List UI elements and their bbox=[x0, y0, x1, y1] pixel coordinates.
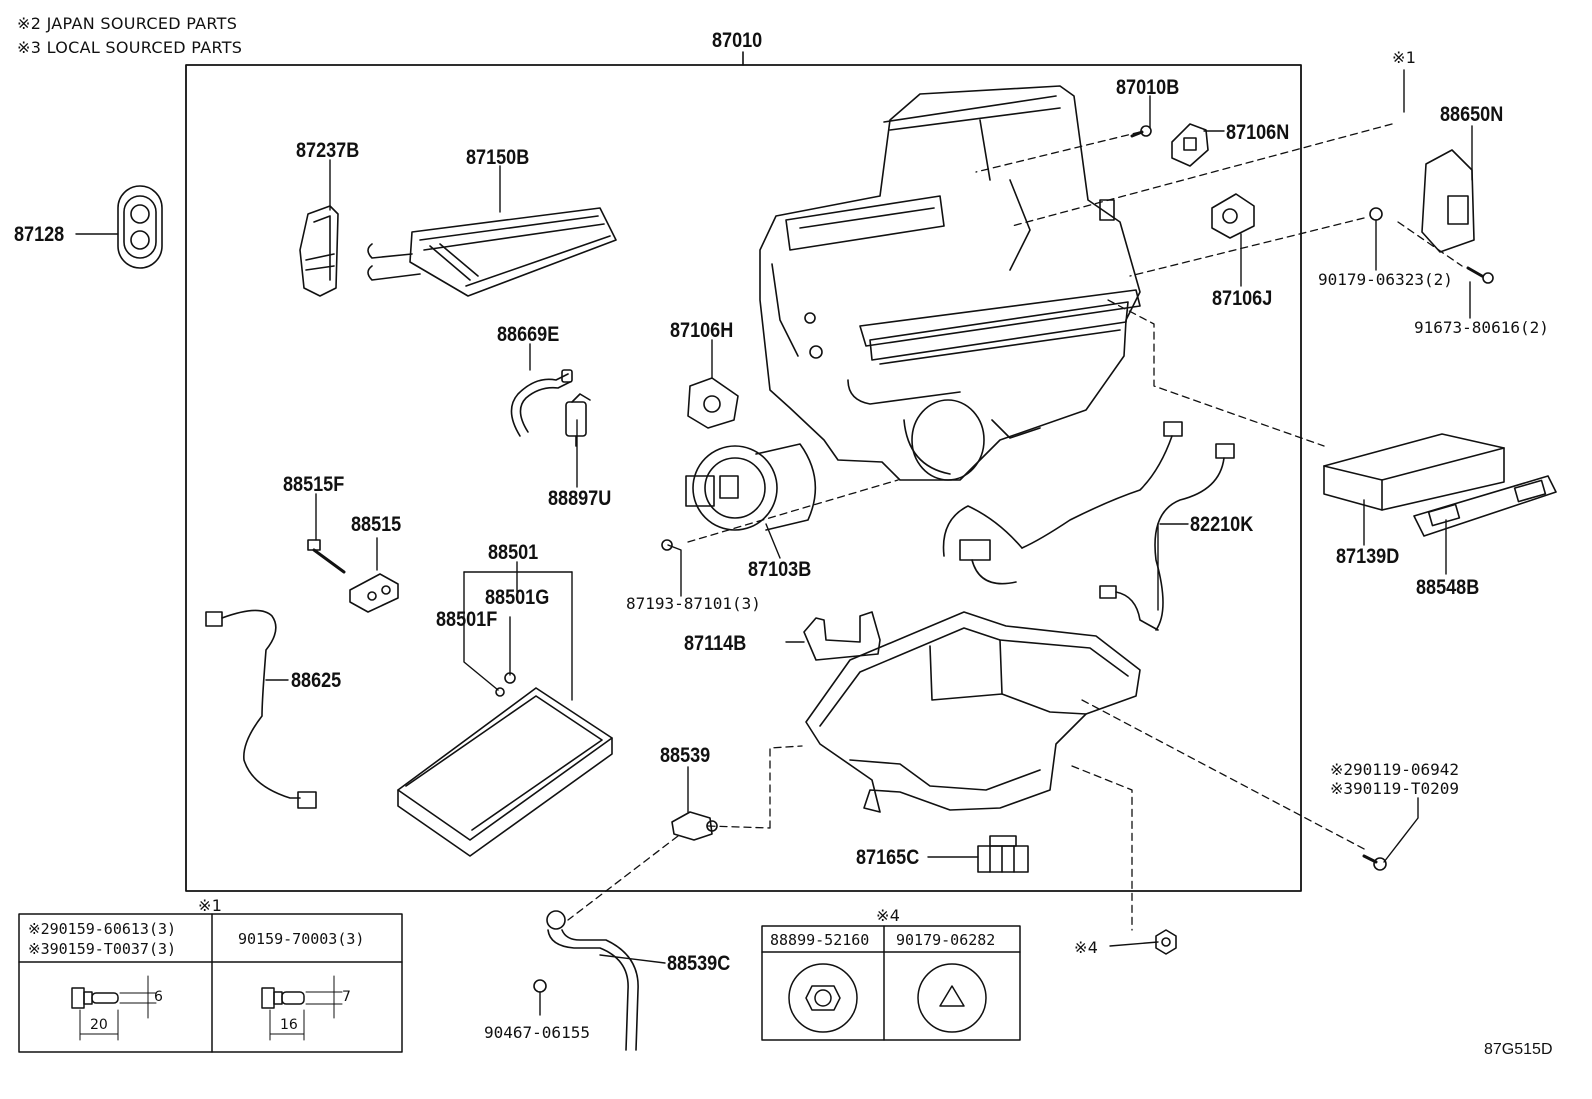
part-87010B-drawing bbox=[1130, 125, 1152, 138]
part-87106N-drawing bbox=[1171, 123, 1209, 167]
label-87114B[interactable]: 87114B bbox=[684, 632, 747, 655]
part-82210K-drawing bbox=[942, 421, 1235, 631]
label-88539[interactable]: 88539 bbox=[660, 744, 711, 767]
label-87106N[interactable]: 87106N bbox=[1226, 121, 1290, 144]
hvac-unit-housing-drawing bbox=[759, 85, 1141, 481]
part-88501-drawing bbox=[397, 672, 613, 857]
part-90119-drawing bbox=[1362, 854, 1387, 871]
table1-dim2-diameter: 7 bbox=[342, 989, 351, 1005]
label-88515[interactable]: 88515 bbox=[351, 513, 402, 536]
label-90119-T0209[interactable]: ※390119-T0209 bbox=[1330, 779, 1459, 798]
table4-col2[interactable]: 90179-06282 bbox=[896, 931, 996, 949]
leader-lines bbox=[75, 69, 1473, 1016]
table-mark1-grid bbox=[18, 913, 403, 1053]
table1-col1-line1[interactable]: ※290159-60613(3) bbox=[28, 920, 177, 938]
label-88501F[interactable]: 88501F bbox=[436, 608, 498, 631]
part-87106H-drawing bbox=[687, 377, 739, 429]
table1-col1-line2[interactable]: ※390159-T0037(3) bbox=[28, 940, 177, 958]
label-91673-80616[interactable]: 91673-80616(2) bbox=[1414, 318, 1549, 337]
label-87165C[interactable]: 87165C bbox=[856, 846, 920, 869]
label-87106J[interactable]: 87106J bbox=[1212, 287, 1273, 310]
part-88539-drawing bbox=[671, 811, 718, 841]
part-88548B-drawing bbox=[1413, 475, 1557, 537]
label-88515F[interactable]: 88515F bbox=[283, 473, 345, 496]
label-87106H[interactable]: 87106H bbox=[670, 319, 734, 342]
part-87103B-drawing bbox=[661, 443, 817, 551]
part-87165C-drawing bbox=[977, 835, 1029, 873]
label-87103B[interactable]: 87103B bbox=[748, 558, 812, 581]
drawing-code: 87G515D bbox=[1484, 1041, 1553, 1058]
part-88515F-drawing bbox=[307, 539, 346, 574]
part-88625-drawing bbox=[205, 609, 317, 809]
table1-dim1-diameter: 6 bbox=[154, 989, 163, 1005]
label-90467-06155[interactable]: 90467-06155 bbox=[484, 1023, 590, 1042]
label-90179-06323[interactable]: 90179-06323(2) bbox=[1318, 270, 1453, 289]
part-87114B-drawing bbox=[803, 611, 881, 661]
label-mark4: ※4 bbox=[1074, 938, 1099, 957]
part-87150B-drawing bbox=[367, 207, 617, 297]
part-88897U-drawing bbox=[565, 393, 591, 447]
table1-dim2-length: 16 bbox=[280, 1017, 298, 1033]
label-assembly-87010[interactable]: 87010 bbox=[712, 29, 763, 52]
label-88501G[interactable]: 88501G bbox=[485, 586, 550, 609]
part-88539C-drawing bbox=[533, 910, 639, 1051]
label-88897U[interactable]: 88897U bbox=[548, 487, 612, 510]
label-88501[interactable]: 88501 bbox=[488, 541, 539, 564]
part-87139D-drawing bbox=[1323, 433, 1505, 511]
label-87237B[interactable]: 87237B bbox=[296, 139, 360, 162]
label-88650N[interactable]: 88650N bbox=[1440, 103, 1504, 126]
table4-col1[interactable]: 88899-52160 bbox=[770, 931, 870, 949]
part-87128-drawing bbox=[117, 185, 163, 269]
label-mark1: ※1 bbox=[1392, 48, 1417, 67]
hvac-lower-case-drawing bbox=[805, 611, 1141, 813]
table1-title: ※1 bbox=[198, 896, 223, 915]
assembly-boundary-box bbox=[185, 64, 1302, 892]
label-88548B[interactable]: 88548B bbox=[1416, 576, 1480, 599]
part-87106J-drawing bbox=[1211, 193, 1255, 239]
label-87193-87101[interactable]: 87193-87101(3) bbox=[626, 594, 761, 613]
label-90119-06942[interactable]: ※290119-06942 bbox=[1330, 760, 1459, 779]
nut-mark4-drawing bbox=[1155, 929, 1177, 955]
part-88515-drawing bbox=[349, 573, 399, 613]
table4-title: ※4 bbox=[876, 906, 901, 925]
label-88669E[interactable]: 88669E bbox=[497, 323, 560, 346]
part-87237B-drawing bbox=[299, 205, 339, 297]
part-88650N-drawing bbox=[1369, 149, 1494, 284]
table1-col2[interactable]: 90159-70003(3) bbox=[238, 930, 365, 948]
table-mark4-grid bbox=[761, 925, 1021, 1041]
label-87139D[interactable]: 87139D bbox=[1336, 545, 1400, 568]
label-82210K[interactable]: 82210K bbox=[1190, 513, 1254, 536]
part-88669E-drawing bbox=[510, 369, 573, 437]
label-87010B[interactable]: 87010B bbox=[1116, 76, 1180, 99]
label-88539C[interactable]: 88539C bbox=[667, 952, 731, 975]
label-88625[interactable]: 88625 bbox=[291, 669, 342, 692]
dashed-leader-lines bbox=[567, 123, 1463, 931]
label-87150B[interactable]: 87150B bbox=[466, 146, 530, 169]
note-local-sourced: ※3 LOCAL SOURCED PARTS bbox=[17, 38, 243, 57]
table1-dim1-length: 20 bbox=[90, 1017, 108, 1033]
note-japan-sourced: ※2 JAPAN SOURCED PARTS bbox=[17, 14, 238, 33]
label-87128[interactable]: 87128 bbox=[14, 223, 65, 246]
